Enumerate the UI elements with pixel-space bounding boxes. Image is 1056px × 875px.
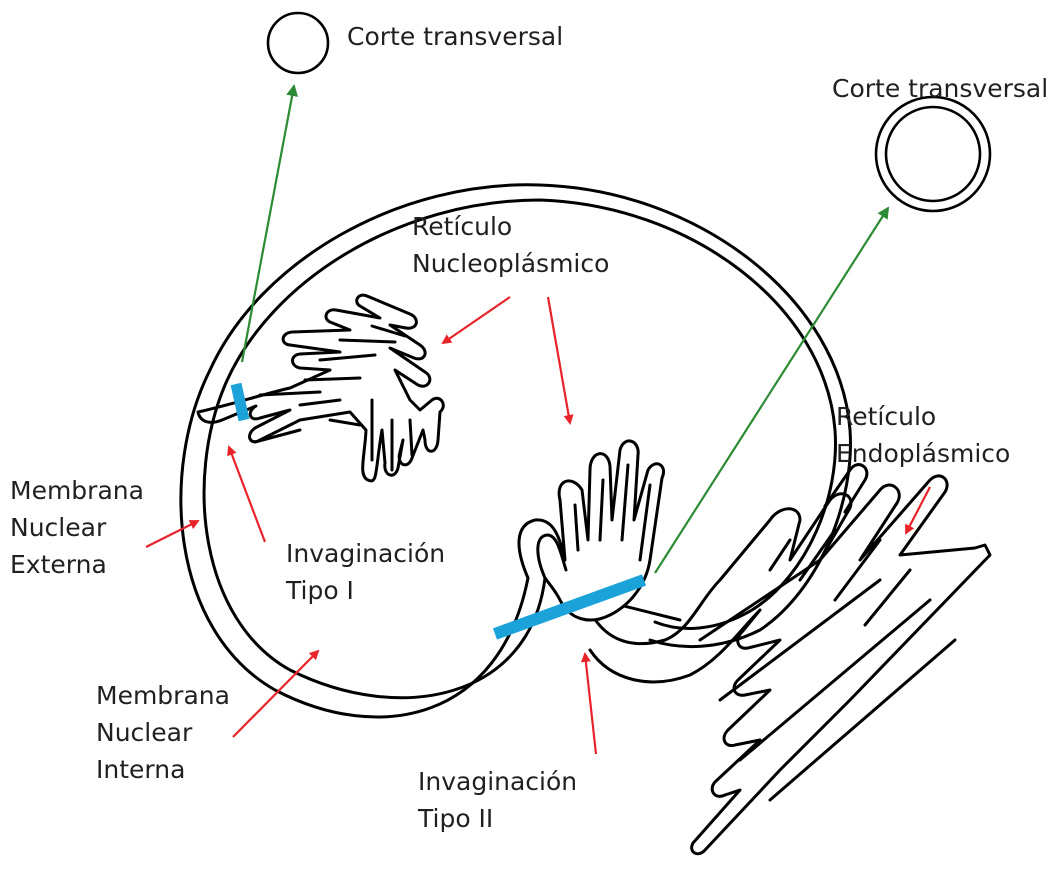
- inner-membrane-label: Membrana Nuclear Interna: [96, 677, 230, 788]
- arrow-nucleoplasmic-1: [443, 297, 510, 343]
- arrow-nucleoplasmic-2: [548, 297, 570, 423]
- nucleoplasmic-reticulum-label: Retículo Nucleoplásmico: [412, 208, 609, 282]
- arrow-invagination-1: [229, 447, 265, 542]
- arrow-outer-membrane: [146, 521, 198, 547]
- outer-membrane-label: Membrana Nuclear Externa: [10, 472, 144, 583]
- arrow-inner-membrane: [233, 651, 318, 737]
- invagination-type-1-label: Invaginación Tipo I: [286, 535, 445, 609]
- invagination-type-2-label: Invaginación Tipo II: [418, 763, 577, 837]
- section-bar-type-1: [236, 384, 244, 420]
- cross-section-label-1: Corte transversal: [347, 18, 563, 55]
- endoplasmic-reticulum-label: Retículo Endoplásmico: [836, 398, 1010, 472]
- arrow-invagination-2: [585, 654, 596, 754]
- cross-section-circle-single: [268, 13, 328, 73]
- cross-section-arrow-1: [242, 86, 294, 362]
- cross-section-label-2: Corte transversal: [832, 70, 1048, 107]
- cross-section-circle-double: [876, 97, 990, 211]
